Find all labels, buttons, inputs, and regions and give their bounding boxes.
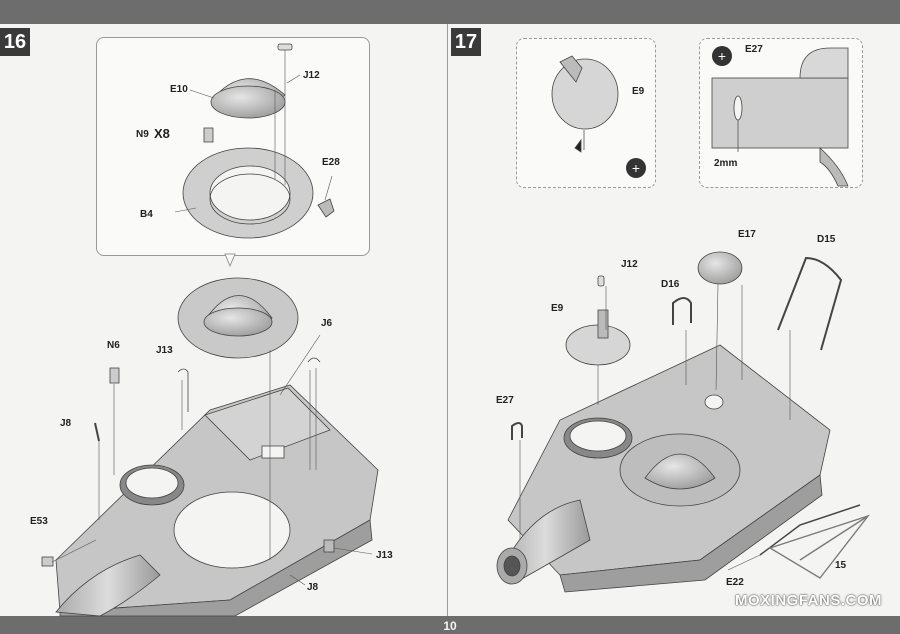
- watermark-text: MOXINGFANS.COM: [735, 592, 883, 609]
- part-n9: [203, 127, 214, 143]
- label-n9: N9: [136, 129, 149, 140]
- part-e22: [759, 504, 861, 556]
- part-j6: [307, 357, 321, 363]
- page-divider: [447, 24, 448, 616]
- part-e28: [317, 198, 335, 218]
- part-e17: [697, 251, 743, 285]
- label-tail: 15: [835, 560, 847, 571]
- paper-plane-icon: [768, 514, 870, 579]
- label-j8-left: J8: [60, 418, 72, 429]
- label-j12: J12: [303, 70, 320, 81]
- callout-pointer: [224, 253, 236, 268]
- bottom-band: [0, 616, 900, 634]
- part-j12: [277, 43, 293, 51]
- zoom-icon-b: [712, 46, 732, 66]
- part-j13-top: [177, 368, 189, 412]
- label-e27-17: E27: [496, 395, 514, 406]
- label-j6: J6: [321, 318, 333, 329]
- step-16-badge: 16: [0, 28, 30, 56]
- part-j8: [94, 422, 100, 442]
- label-d16: D16: [661, 279, 680, 290]
- label-e10: E10: [170, 84, 188, 95]
- part-e27: [511, 422, 523, 440]
- step-17-badge: 17: [451, 28, 481, 56]
- page-number: 10: [443, 619, 457, 633]
- cupola-exploded-callout: [182, 43, 335, 239]
- svg-text:+: +: [718, 48, 726, 64]
- detail-a-e9: +: [551, 55, 646, 178]
- label-e9-detail: E9: [632, 86, 645, 97]
- part-n6: [109, 367, 120, 384]
- label-e17: E17: [738, 229, 756, 240]
- turret-assembly-16: [41, 277, 379, 617]
- label-e22: E22: [726, 577, 744, 588]
- top-band: [0, 0, 900, 24]
- label-e53: E53: [30, 516, 48, 527]
- label-j8-bottom: J8: [307, 582, 319, 593]
- zoom-icon: [626, 158, 646, 178]
- part-j12-17: [597, 275, 605, 287]
- label-measure-2mm: 2mm: [714, 158, 738, 169]
- label-j13-top: J13: [156, 345, 173, 356]
- label-e27-detail: E27: [745, 44, 763, 55]
- part-j13-side: [323, 539, 335, 553]
- label-n6: N6: [107, 340, 120, 351]
- turret-assembly-17: [496, 251, 861, 593]
- label-j13-side: J13: [376, 550, 393, 561]
- part-e53: [41, 556, 54, 567]
- detail-b-e27: +: [711, 46, 849, 187]
- label-d15: D15: [817, 234, 836, 245]
- label-e9-17: E9: [551, 303, 564, 314]
- label-e28: E28: [322, 157, 340, 168]
- svg-text:+: +: [632, 160, 640, 176]
- label-b4: B4: [140, 209, 153, 220]
- label-quantity: X8: [154, 126, 170, 141]
- ring-opening: [209, 165, 291, 221]
- label-j12-17: J12: [621, 259, 638, 270]
- part-d15: [777, 256, 843, 351]
- part-d16: [672, 297, 692, 325]
